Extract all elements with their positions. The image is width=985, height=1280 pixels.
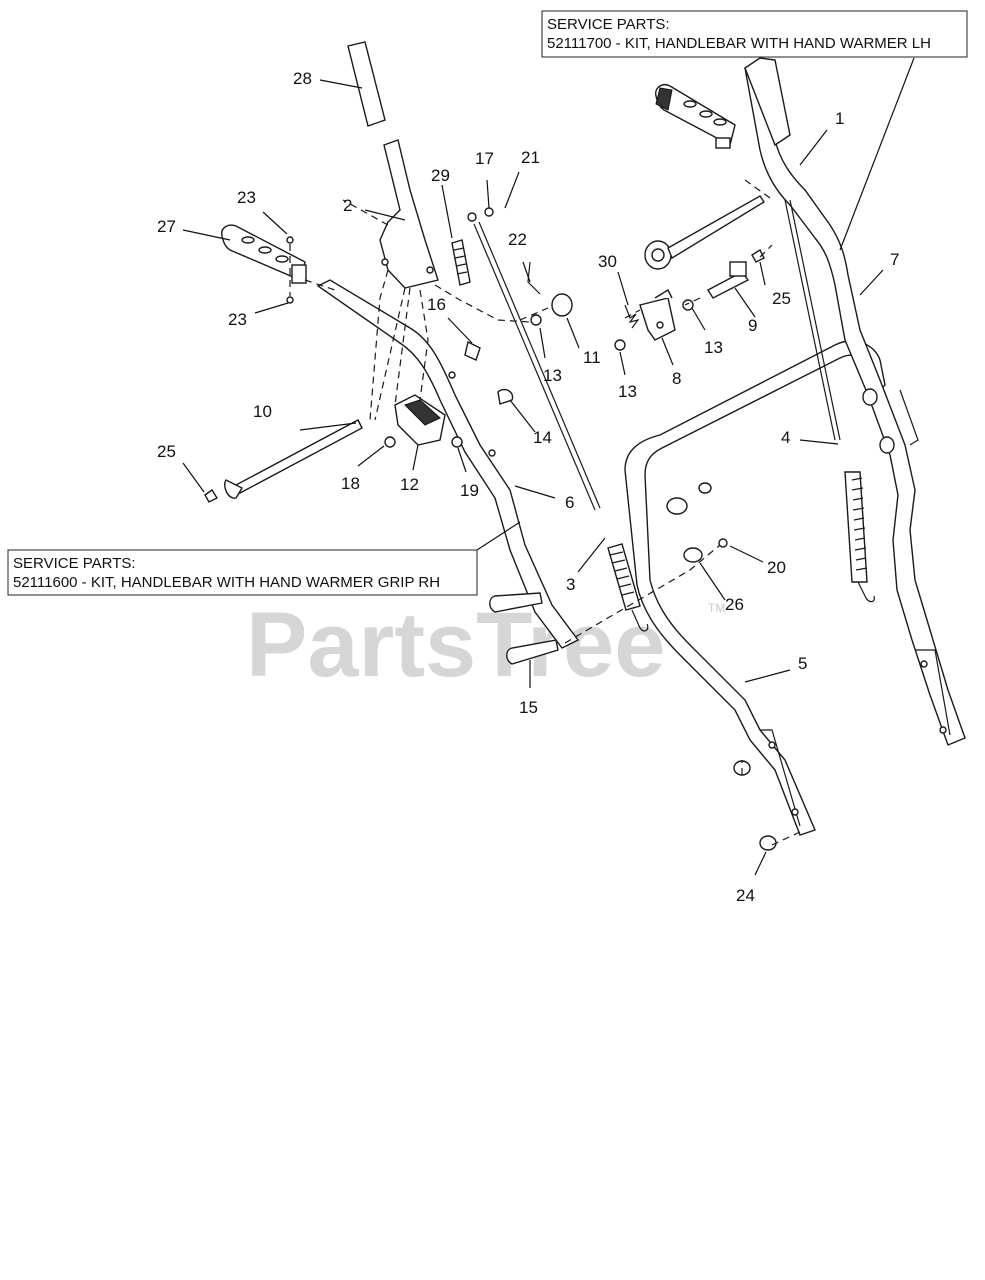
callout-4: 4 [781,428,790,447]
service-box-lh: SERVICE PARTS: 52111700 - KIT, HANDLEBAR… [541,10,968,58]
callout-7: 7 [890,250,899,269]
callout-16: 16 [427,295,446,314]
callout-24: 24 [736,886,755,905]
callout-30: 30 [598,252,617,271]
watermark-trademark: TM [708,601,725,615]
service-box-rh-line2: 52111600 - KIT, HANDLEBAR WITH HAND WARM… [13,574,440,591]
callout-12: 12 [400,475,419,494]
callout-25a: 25 [157,442,176,461]
handlebar-knobs [862,388,895,454]
callout-2: 2 [343,196,352,215]
service-box-rh-line1: SERVICE PARTS: [13,555,136,572]
callout-21: 21 [521,148,540,167]
callout-26: 26 [725,595,744,614]
spring-29 [451,239,471,286]
callout-1: 1 [835,109,844,128]
cable-4 [784,199,875,603]
callout-15: 15 [519,698,538,717]
watermark-text: PartsTree [246,594,665,696]
callout-28: 28 [293,69,312,88]
callout-14: 14 [533,428,552,447]
callout-29: 29 [431,166,450,185]
callout-8: 8 [672,369,681,388]
small-parts-left [204,207,573,503]
rod-10 [224,419,363,499]
callout-18: 18 [341,474,360,493]
carriage-bolts-15 [489,592,559,665]
hand-warmer-grip-lh [655,84,736,149]
assembly-dash-lines [289,179,801,846]
callout-23b: 23 [228,310,247,329]
callout-5: 5 [798,654,807,673]
callout-9: 9 [748,316,757,335]
bracket-8 [639,289,676,341]
callout-20: 20 [767,558,786,577]
callout-25b: 25 [772,289,791,308]
grip-lh [744,57,791,147]
hand-warmer-grip-27 [221,224,307,284]
callout-13a: 13 [543,366,562,385]
callout-10: 10 [253,402,272,421]
callout-11: 11 [583,348,601,367]
right-upper-handlebar [744,64,966,746]
callout-numbers: 1 2 3 4 5 6 7 8 9 10 11 12 13 13 13 14 1… [157,69,899,905]
pin-9 [707,261,750,299]
nuts-right [614,248,765,351]
callout-17: 17 [475,149,494,168]
leader-lines [182,57,915,876]
lower-handle-frame [624,340,886,836]
lever-12 [394,394,446,446]
grip-28 [347,41,386,127]
callout-13c: 13 [618,382,637,401]
service-box-lh-line2: 52111700 - KIT, HANDLEBAR WITH HAND WARM… [547,35,931,52]
callout-23a: 23 [237,188,256,207]
callout-3: 3 [566,575,575,594]
callout-27: 27 [157,217,176,236]
left-upper-handlebar [316,279,580,649]
misc-small-right [666,482,728,563]
callout-19: 19 [460,481,479,500]
callout-22: 22 [508,230,527,249]
bolt-24 [733,760,777,851]
knob-shaft-assembly [644,195,765,270]
control-plate-2 [379,139,439,289]
service-box-lh-line1: SERVICE PARTS: [547,16,670,33]
cable-3 [473,221,649,632]
service-box-rh: SERVICE PARTS: 52111600 - KIT, HANDLEBAR… [7,549,478,596]
callout-6: 6 [565,493,574,512]
callout-13b: 13 [704,338,723,357]
